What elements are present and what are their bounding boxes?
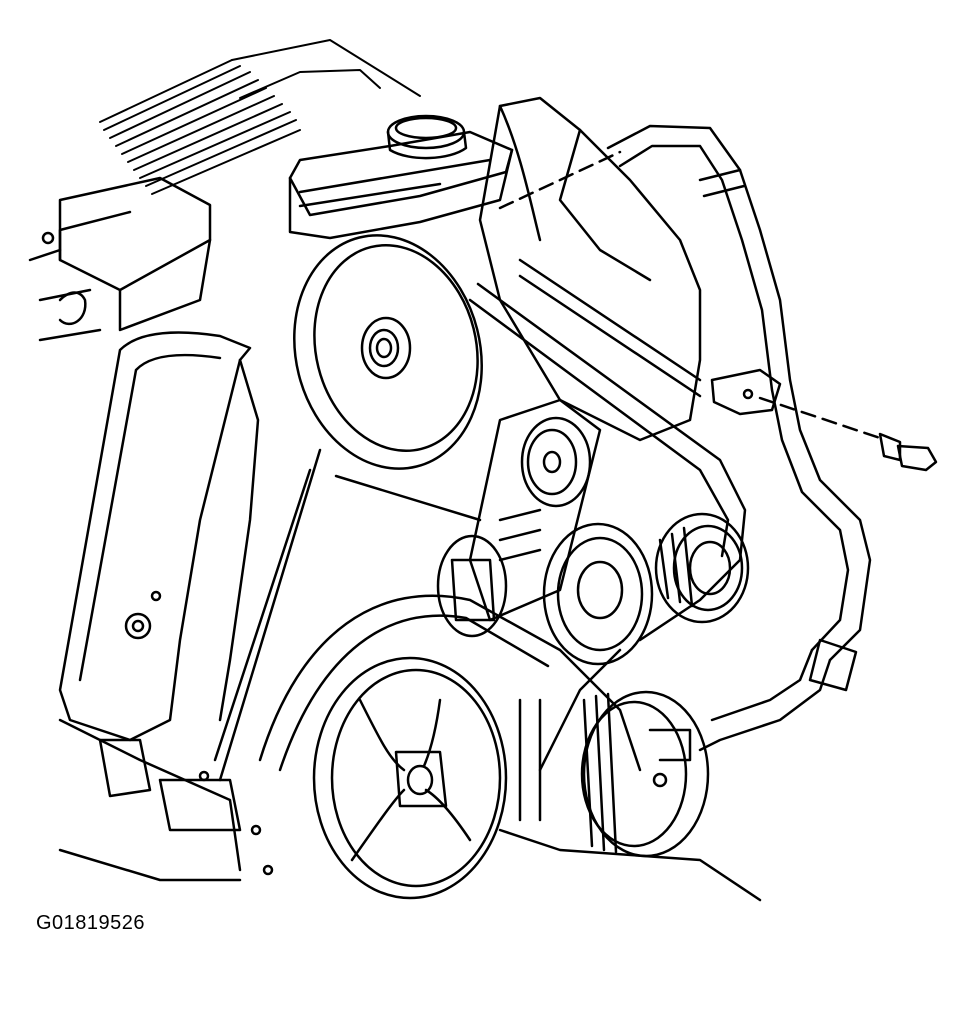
hose-bracket <box>710 368 782 416</box>
power-steering-reservoir <box>288 114 514 240</box>
belt-tensioner <box>436 398 602 638</box>
power-steering-pulley <box>293 234 483 470</box>
crankshaft-pulley <box>312 656 508 900</box>
intake-manifold-ribs <box>99 39 421 195</box>
drive-belt <box>213 282 747 782</box>
reservoir-hose-dashed <box>498 150 622 210</box>
engine-block-lower <box>58 698 762 902</box>
timing-cover <box>58 331 260 742</box>
alternator-pulley <box>654 512 750 624</box>
ac-hose <box>606 124 872 752</box>
idler-pulley <box>542 522 654 666</box>
engine-block-left <box>28 176 212 342</box>
figure-id-label: G01819526 <box>36 912 146 934</box>
bolt-icon <box>758 396 938 472</box>
water-pump-pulley <box>580 690 710 858</box>
